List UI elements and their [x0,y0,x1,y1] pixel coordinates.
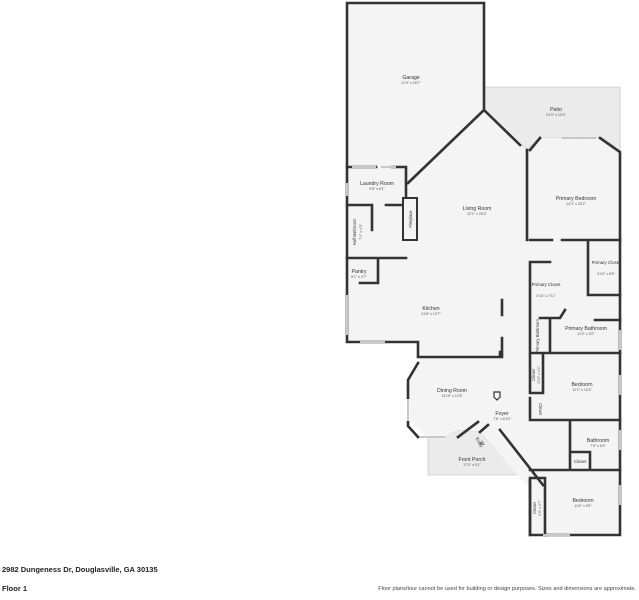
room-label-patio: Patio [550,107,562,113]
room-dims-closet-4: 2'5" x 2'7" [538,499,542,515]
windows [346,137,621,536]
room-label-half-bath: Half Bathroom [352,218,357,245]
room-label-bedroom-2: Bedroom [572,498,593,504]
room-dims-living: 22'1" x 25'4" [467,212,487,216]
room-label-primary-closet-1: Primary Closet [592,260,622,265]
room-label-garage: Garage [402,75,419,81]
room-dims-dining: 13'10" x 12'6" [441,394,463,398]
room-label-primary-closet-2: Primary Closet [532,282,562,287]
room-label-living: Living Room [463,206,492,212]
room-label-dining: Dining Room [437,388,467,394]
room-label-bathroom: Bathroom [587,438,610,444]
room-dims-pantry: 5'1" x 3'7" [351,275,367,279]
room-label-foyer: Foyer [495,411,509,417]
room-label-pantry: Pantry [352,269,367,275]
room-dims-bedroom-1: 12'1" x 10'0" [572,388,592,392]
room-label-front-porch: Front Porch [458,457,485,463]
room-label-closet-3: Closet [574,459,587,464]
room-dims-primary-closet-1: 4'10" x 8'5" [597,272,615,276]
property-address: 2982 Dungeness Dr, Douglasville, GA 3013… [2,565,158,574]
room-dims-bathroom: 7'9" x 8'0" [590,444,606,448]
room-dims-primary-bedroom: 14'3" x 25'2" [566,202,586,206]
room-dims-primary-bathroom: 11'0" x 9'2" [577,332,595,336]
room-dims-kitchen: 24'8" x 13'7" [421,312,441,316]
entry-label: Entry [475,437,485,449]
interior-floor [347,3,620,535]
room-dims-garage: 21'9" x 25'7" [401,81,421,85]
fireplace-box [402,197,418,241]
room-label-primary-bathroom: Primary Bathroom [565,326,607,332]
entry-arrow-icon [479,440,485,445]
room-label-bedroom-1: Bedroom [571,382,592,388]
room-label-closet-4: Closet [532,501,537,514]
room-dims-bedroom-2: 11'6" x 9'9" [574,504,592,508]
foyer-ornament-icon [493,391,501,401]
room-label-closet-1: Closet [531,368,536,381]
room-dims-front-porch: 17'0" x 9'1" [463,463,481,467]
room-label-primary-bedroom: Primary Bedroom [556,196,596,202]
floor-label: Floor 1 [2,584,28,593]
room-dims-half-bath: 7'4" x 4'3" [359,223,363,239]
room-label-primary-bathroom-small: Primary Bathroom [535,319,540,353]
fireplace-label: Fireplace [408,210,413,228]
room-label-kitchen: Kitchen [422,306,439,312]
room-label-laundry: Laundry Room [360,181,394,187]
room-dims-patio: 21'0" x 10'4" [546,113,566,117]
room-dims-primary-closet-2: 4'10" x 7'11" [536,294,556,298]
room-dims-foyer: 7'6" x 6'10" [493,417,511,421]
room-label-closet-2: Closet [538,403,543,416]
room-dims-closet-1: 1'10" x 4'4" [537,365,541,383]
disclaimer-text: Floor plans/tour cannot be used for buil… [378,586,636,592]
room-dims-laundry: 9'5" x 6'1" [369,187,385,191]
